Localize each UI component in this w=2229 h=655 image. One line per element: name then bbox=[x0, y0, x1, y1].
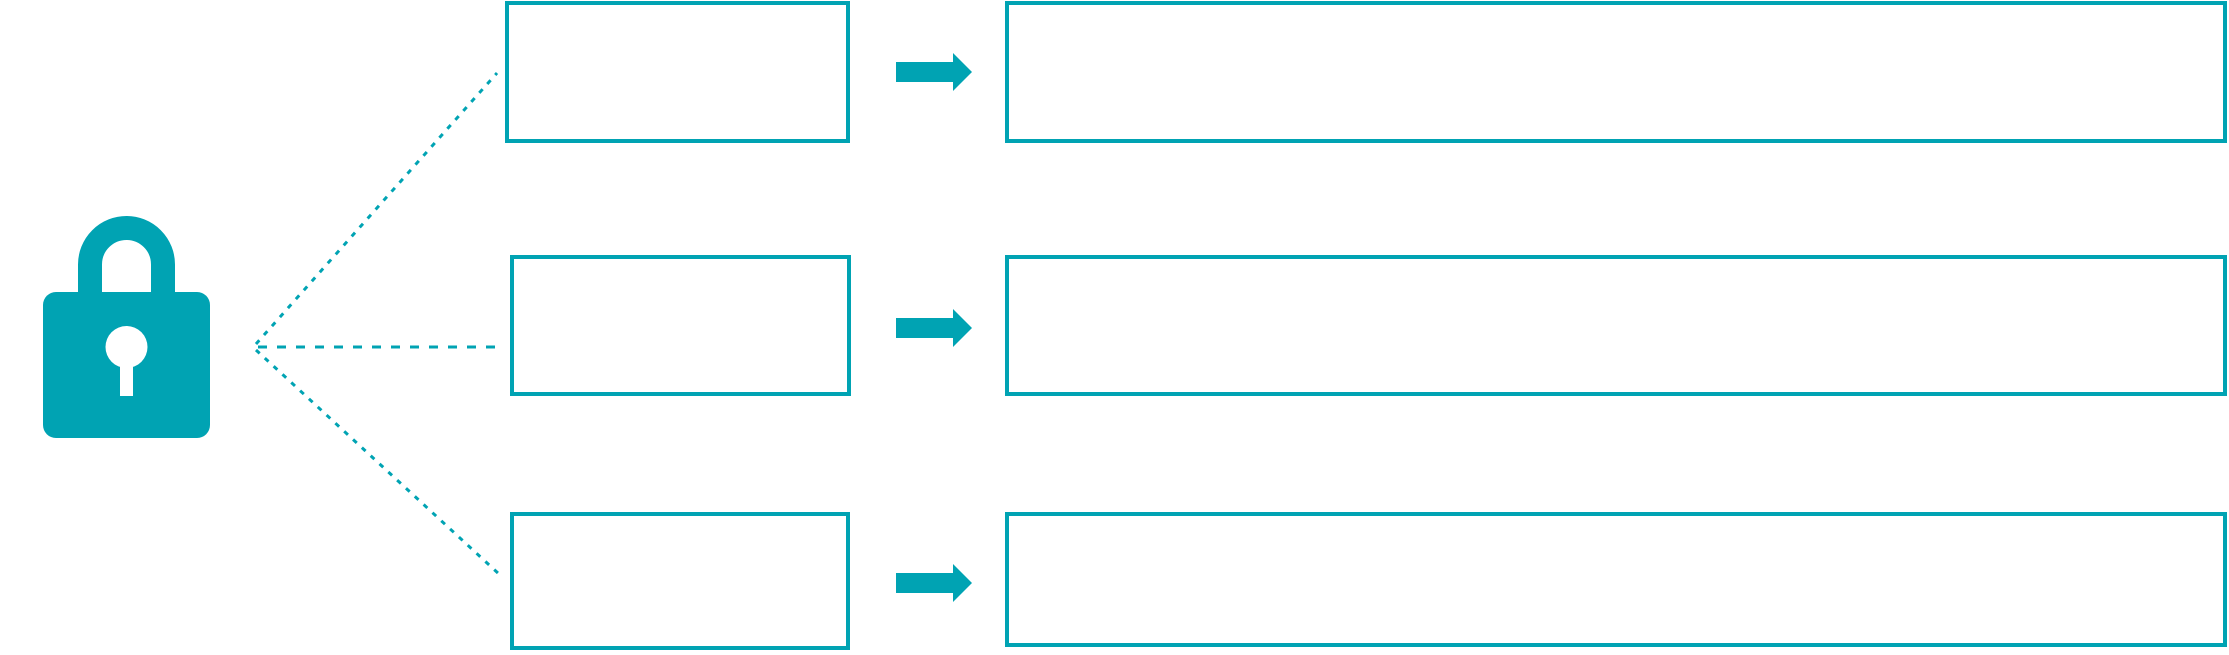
dotted-connector-bottom bbox=[254, 348, 501, 576]
description-box-row-2 bbox=[1005, 255, 2227, 396]
dotted-connectors bbox=[254, 72, 502, 576]
keyhole-stem bbox=[120, 348, 133, 396]
label-box-row-1 bbox=[505, 1, 850, 143]
label-box-row-2 bbox=[510, 255, 851, 396]
dotted-connector-top bbox=[254, 72, 499, 345]
right-arrow-icon bbox=[896, 309, 972, 347]
description-box-row-1 bbox=[1005, 1, 2227, 143]
padlock-shackle bbox=[78, 216, 175, 296]
description-box-row-3 bbox=[1005, 512, 2227, 647]
right-arrow-icon bbox=[896, 53, 972, 91]
padlock-icon bbox=[43, 216, 210, 438]
right-arrow-icon bbox=[896, 564, 972, 602]
keyhole-icon bbox=[105, 326, 148, 368]
label-box-row-3 bbox=[510, 512, 850, 650]
row-arrows bbox=[896, 53, 972, 602]
